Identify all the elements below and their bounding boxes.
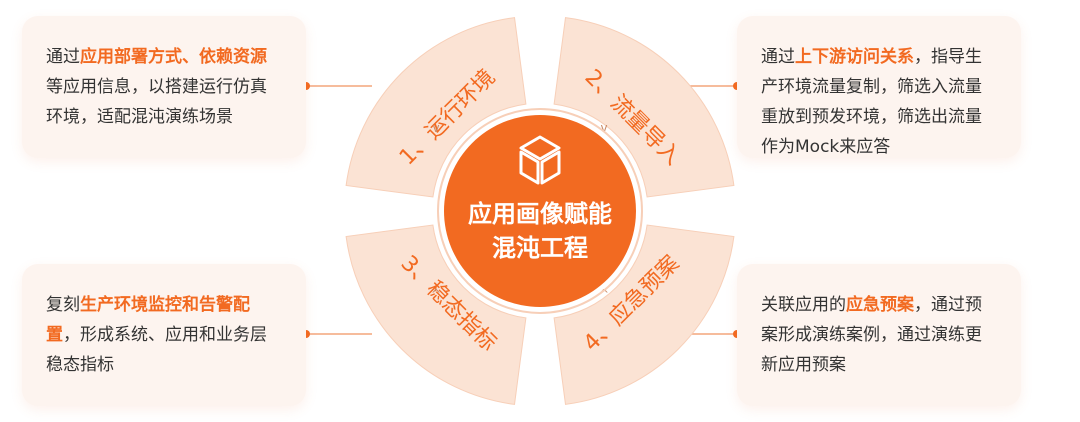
chevron-up-icon: ^ (431, 287, 441, 301)
card-runtime-environment: 通过应用部署方式、依赖资源等应用信息，以搭建运行仿真环境，适配混沌演练场景 (22, 16, 306, 158)
card-highlight: 上下游访问关系 (795, 47, 914, 67)
chevron-down-icon: v (432, 121, 439, 135)
card-text: ，形成系统、应用和业务层稳态指标 (46, 325, 267, 375)
ring-segment-2 (553, 17, 735, 198)
card-highlight: 应用部署方式、依赖资源 (80, 47, 267, 67)
card-text: 等应用信息，以搭建运行仿真环境，适配混沌演练场景 (46, 77, 267, 127)
center-title-line2: 混沌工程 (492, 234, 588, 262)
card-emergency-plan: 关联应用的应急预案，通过预案形成演练案例，通过演练更新应用预案 (737, 264, 1021, 406)
center-title-line1: 应用画像赋能 (468, 200, 612, 228)
card-text: ，通过预案形成演练案例，通过演练更新应用预案 (761, 295, 982, 375)
center-circle-outline (437, 108, 643, 314)
card-steady-state-metrics: 复刻生产环境监控和告警配置，形成系统、应用和业务层稳态指标 (22, 264, 306, 406)
card-text: 通过 (46, 47, 80, 67)
card-text: 关联应用的 (761, 295, 846, 315)
connector-bottom-left (302, 330, 372, 338)
ring-segment-3 (345, 224, 527, 405)
card-text: 复刻 (46, 295, 80, 315)
ring-segment-1 (345, 17, 527, 198)
ring-segment-4 (553, 224, 735, 405)
connector-top-left (302, 82, 372, 90)
card-highlight: 应急预案 (846, 295, 914, 315)
card-text: 通过 (761, 47, 795, 67)
card-traffic-import: 通过上下游访问关系，指导生产环境流量复制，筛选入流量重放到预发环境，筛选出流量作… (737, 16, 1021, 158)
chevron-up-icon: ^ (599, 287, 609, 301)
cube-icon (519, 135, 561, 185)
card-text: ，指导生产环境流量复制，筛选入流量重放到预发环境，筛选出流量作为Mock来应答 (761, 47, 982, 157)
card-highlight: 生产环境监控和告警配置 (46, 295, 250, 345)
center-circle (444, 115, 636, 307)
chevron-down-icon: v (600, 121, 607, 135)
